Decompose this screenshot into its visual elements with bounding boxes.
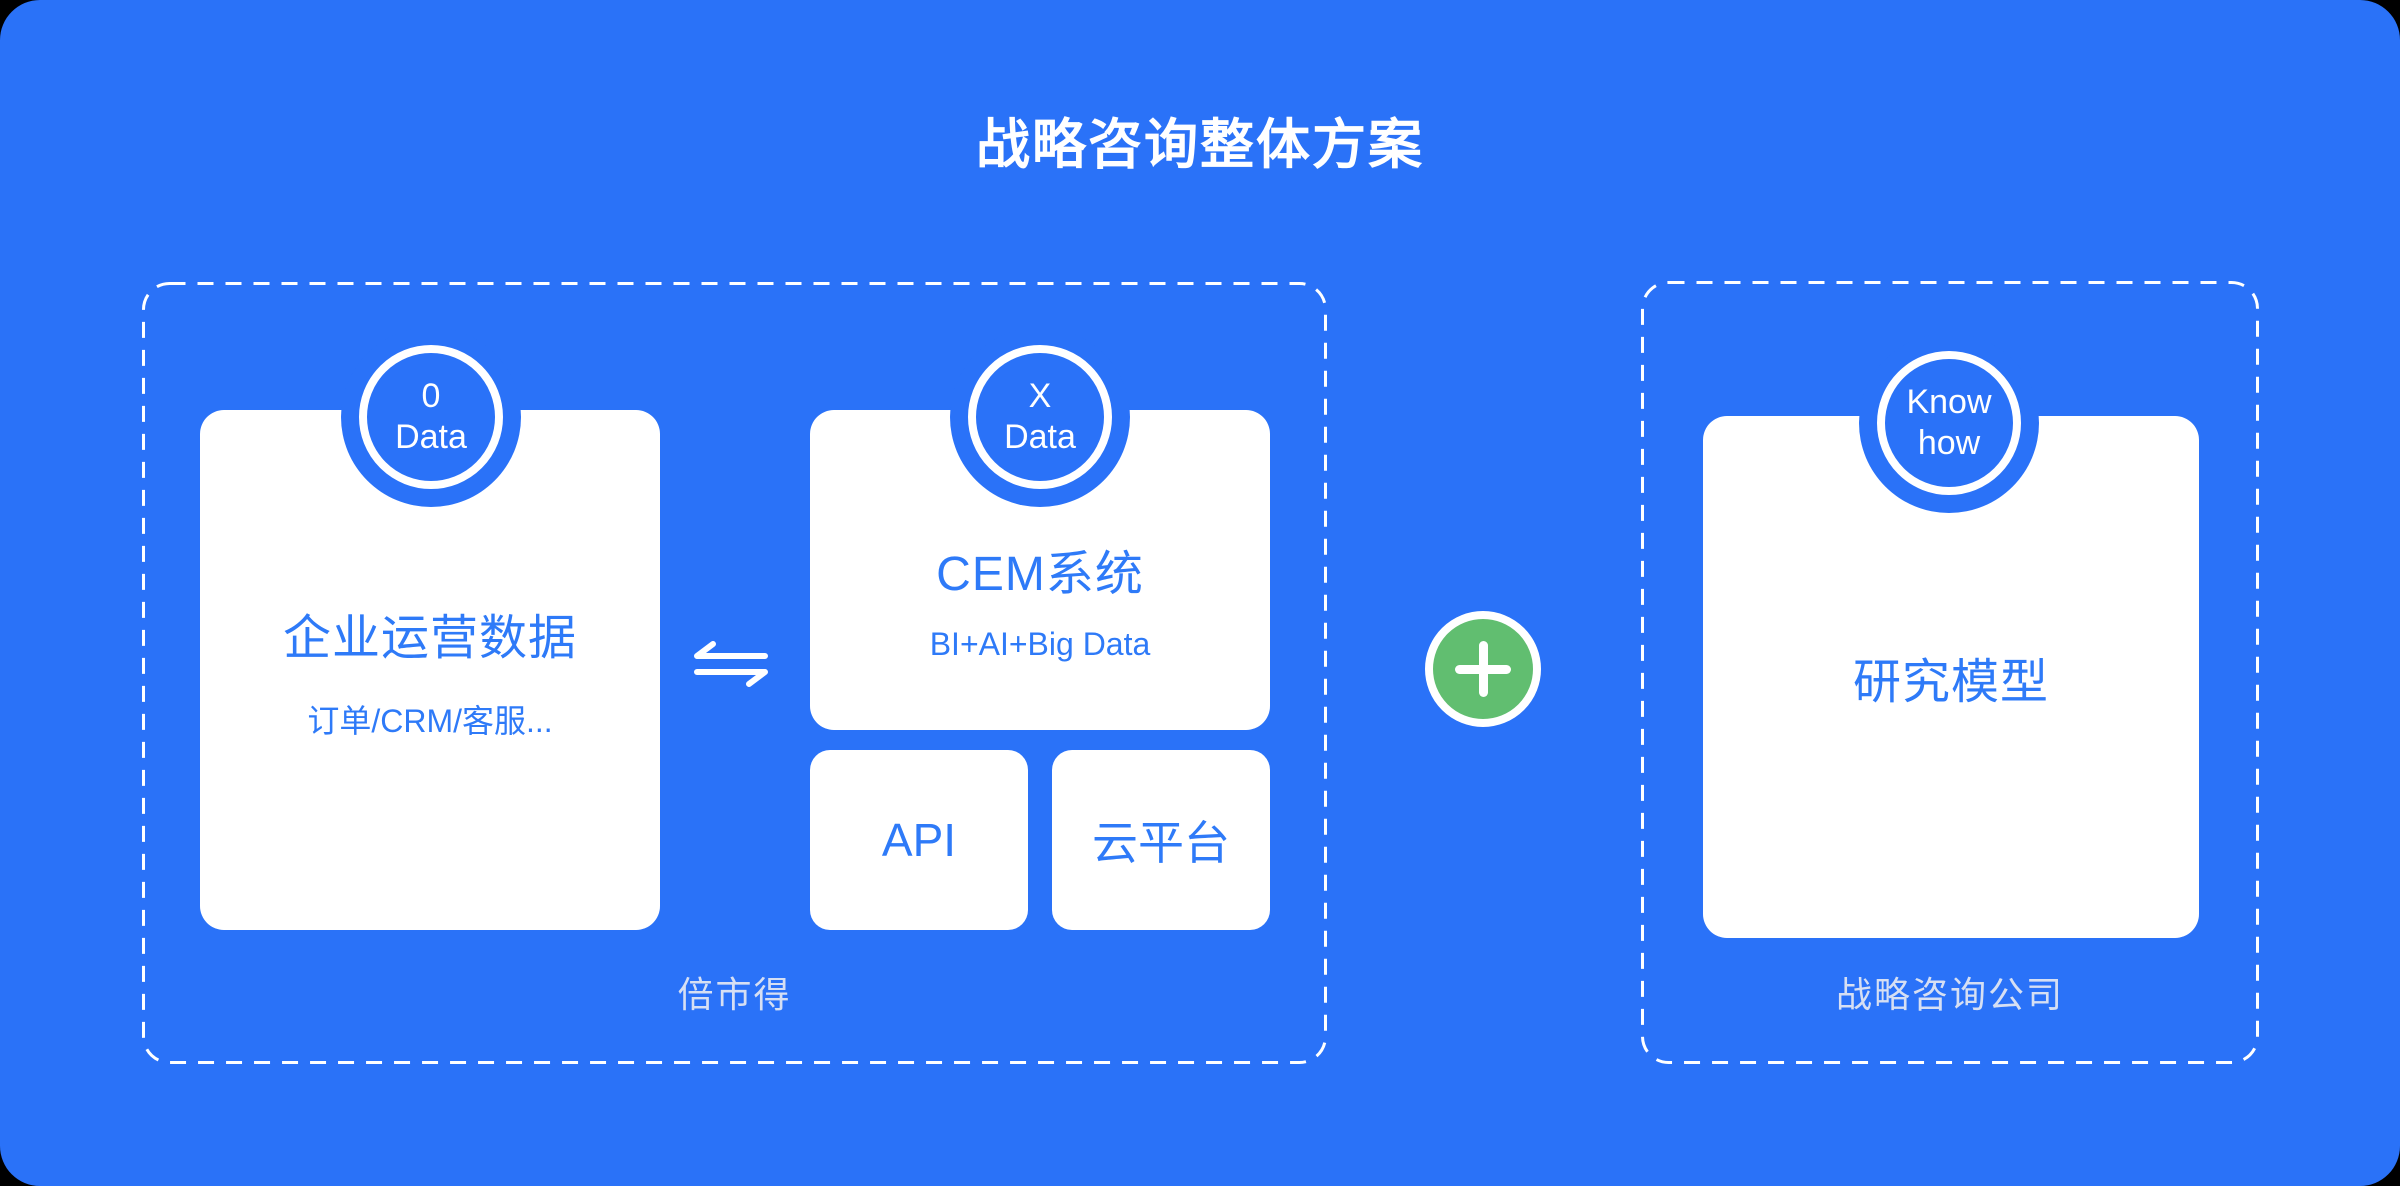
x-data-badge: X Data bbox=[968, 345, 1112, 489]
knowhow-badge-line2: how bbox=[1917, 424, 1981, 462]
cem-system-card: CEM系统 BI+AI+Big Data bbox=[810, 410, 1270, 730]
x-data-badge-line1: X bbox=[1028, 377, 1052, 415]
zero-data-badge-line1: 0 bbox=[421, 377, 441, 415]
research-model-card-title: 研究模型 bbox=[1852, 656, 2049, 709]
knowhow-badge: Know how bbox=[1877, 351, 2021, 495]
x-data-badge-line2: Data bbox=[1004, 418, 1076, 456]
plus-icon bbox=[1425, 611, 1541, 727]
research-model-card: 研究模型 bbox=[1703, 416, 2199, 938]
api-card: API bbox=[810, 750, 1028, 930]
cloud-platform-card-label: 云平台 bbox=[1092, 817, 1230, 869]
exchange-arrows-icon bbox=[694, 641, 768, 687]
right-group: 研究模型 Know how 战略咨询公司 bbox=[1641, 281, 2259, 1064]
enterprise-data-card-title: 企业运营数据 bbox=[282, 612, 577, 665]
enterprise-data-card-subtitle: 订单/CRM/客服... bbox=[307, 703, 553, 739]
page-title: 战略咨询整体方案 bbox=[976, 115, 1424, 175]
left-group: 企业运营数据 订单/CRM/客服... 0 Data CEM系统 BI+AI+B… bbox=[142, 282, 1327, 1064]
knowhow-badge-line1: Know bbox=[1906, 383, 1992, 421]
plus-icon-vertical-bar bbox=[1478, 641, 1488, 697]
right-group-label: 战略咨询公司 bbox=[1835, 974, 2064, 1015]
cloud-platform-card: 云平台 bbox=[1052, 750, 1270, 930]
zero-data-badge: 0 Data bbox=[359, 345, 503, 489]
zero-data-badge-line2: Data bbox=[395, 418, 467, 456]
left-group-label: 倍市得 bbox=[677, 974, 792, 1015]
cem-system-card-subtitle: BI+AI+Big Data bbox=[929, 625, 1151, 662]
api-card-label: API bbox=[881, 814, 957, 866]
cem-system-card-title: CEM系统 bbox=[936, 547, 1144, 601]
